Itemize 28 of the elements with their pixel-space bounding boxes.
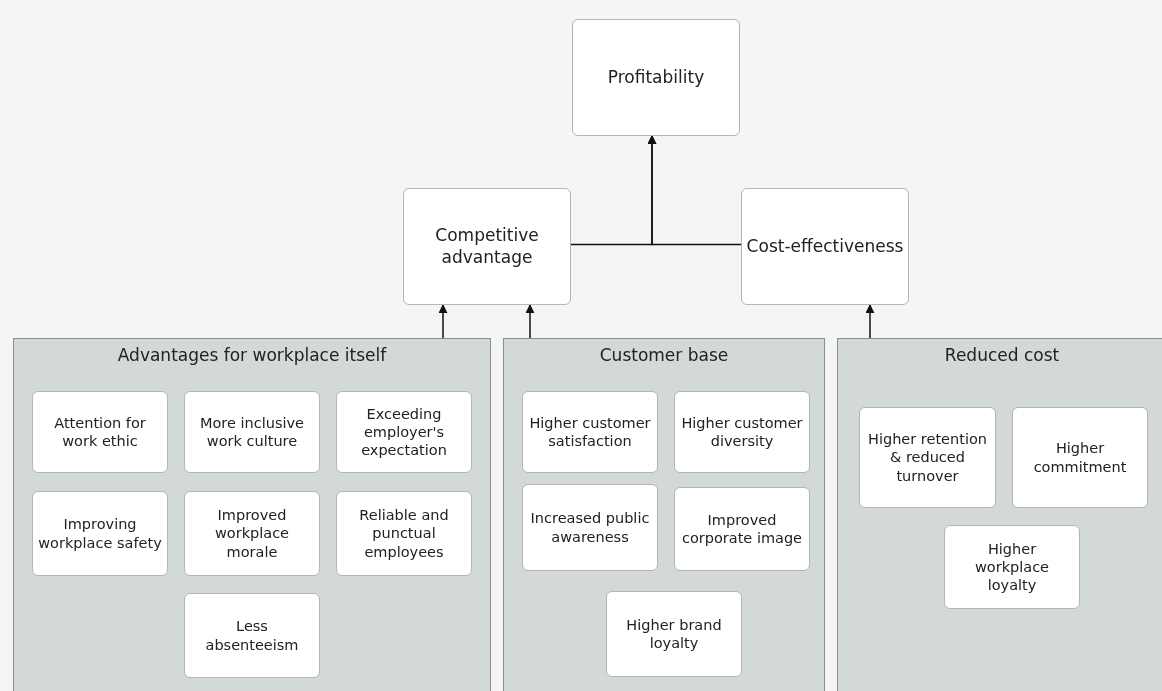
concept-box: Improved workplace morale [184,491,320,576]
concept-box: Profitability [572,19,740,136]
panel-title: Advantages for workplace itself [116,344,388,367]
concept-box: Higher customer satisfaction [522,391,658,473]
panel-title: Reduced cost [943,344,1061,367]
concept-box: Attention for work ethic [32,391,168,473]
concept-box: More inclusive work culture [184,391,320,473]
concept-box: Improved corporate image [674,487,810,571]
group-panel [13,338,491,691]
group-panel [503,338,825,691]
concept-box: Higher brand loyalty [606,591,742,677]
concept-box: Less absenteeism [184,593,320,678]
arrow [647,135,742,246]
concept-box: Increased public awareness [522,484,658,571]
concept-box: Cost-effectiveness [741,188,909,305]
concept-box: Exceeding employer's expectation [336,391,472,473]
concept-box: Higher commitment [1012,407,1148,508]
arrow [438,304,448,339]
concept-box: Improving workplace safety [32,491,168,576]
concept-box: Reliable and punctual employees [336,491,472,576]
arrow [865,304,875,339]
concept-box: Higher workplace loyalty [944,525,1080,609]
arrow [525,304,535,339]
concept-box: Competitive advantage [403,188,571,305]
concept-box: Higher retention & reduced turnover [859,407,996,508]
concept-box: Higher customer diversity [674,391,810,473]
group-panel [837,338,1162,691]
panel-title: Customer base [598,344,730,367]
